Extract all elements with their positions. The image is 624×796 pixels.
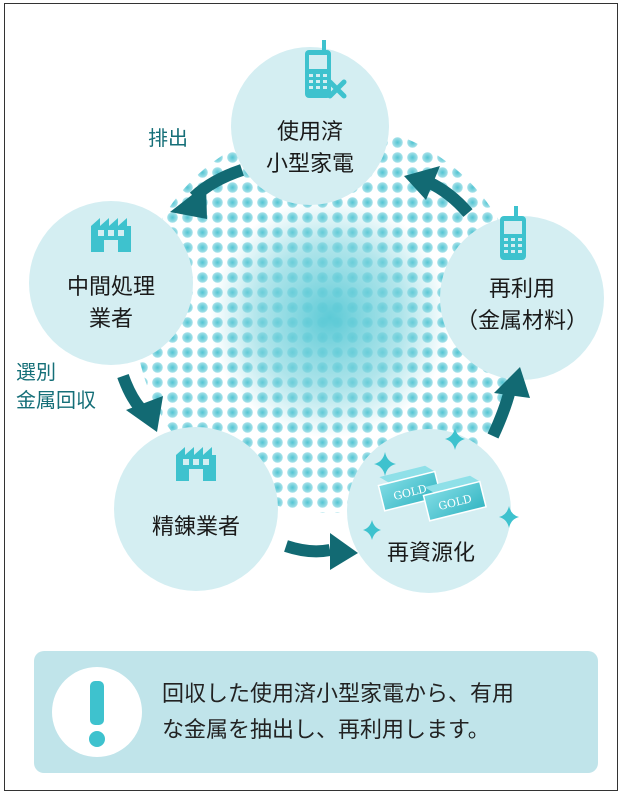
arrowhead-reuse	[494, 367, 530, 398]
node-circle-used-appliances	[231, 47, 389, 205]
arrowhead-intermediate	[170, 184, 207, 219]
gold-bars-icon: GOLD GOLD	[377, 465, 487, 522]
arrow-smelter-to-recycling	[284, 540, 332, 558]
node-recycling: 再資源化	[387, 538, 475, 570]
node-reuse: 再利用 （金属材料）	[456, 274, 588, 338]
notice-line: な金属を抽出し、再利用します。	[162, 718, 490, 743]
notice-line: 回収した使用済小型家電から、有用	[162, 682, 515, 707]
arrowhead-used	[404, 166, 440, 200]
node-intermediate-processor: 中間処理 業者	[67, 272, 155, 336]
mobile-phone-icon	[500, 206, 526, 260]
node-label-line: 業者	[88, 307, 134, 332]
node-label-line: 使用済	[276, 120, 344, 145]
notice-box: 回収した使用済小型家電から、有用 な金属を抽出し、再利用します。	[34, 651, 598, 773]
arrow-intermediate-to-smelter	[117, 373, 145, 412]
edge-label-line: 選別	[16, 360, 56, 384]
notice-text: 回収した使用済小型家電から、有用 な金属を抽出し、再利用します。	[162, 677, 582, 749]
sparkle-icon	[499, 506, 519, 528]
node-label-line: 中間処理	[66, 275, 156, 300]
mobile-phone-with-x-icon	[305, 40, 347, 99]
edge-label-discharge: 排出	[148, 126, 188, 150]
exclamation-icon	[52, 667, 142, 757]
node-used-appliances: 使用済 小型家電	[266, 117, 354, 181]
arrowhead-recycling	[330, 533, 358, 570]
node-label-line: 小型家電	[265, 152, 355, 177]
sparkle-icon	[374, 452, 396, 476]
node-circle-smelter	[114, 427, 278, 591]
node-circle-reuse	[440, 216, 604, 380]
factory-icon	[91, 218, 131, 252]
node-circle-intermediate-processor	[29, 201, 193, 365]
node-label-line: 精錬業者	[151, 515, 241, 540]
node-label-line: 再資源化	[386, 541, 476, 566]
halftone-dot-pattern	[135, 123, 525, 513]
arrowhead-smelter	[126, 396, 163, 432]
sparkle-icon	[363, 520, 381, 540]
node-smelter: 精錬業者	[152, 512, 240, 544]
sparkle-icon	[445, 428, 465, 450]
factory-icon	[176, 447, 216, 481]
edge-label-line: 金属回収	[16, 388, 96, 412]
node-label-line: （金属材料）	[455, 309, 589, 334]
edge-label-sorting: 選別 金属回収	[16, 358, 96, 414]
node-label-line: 再利用	[488, 277, 556, 302]
